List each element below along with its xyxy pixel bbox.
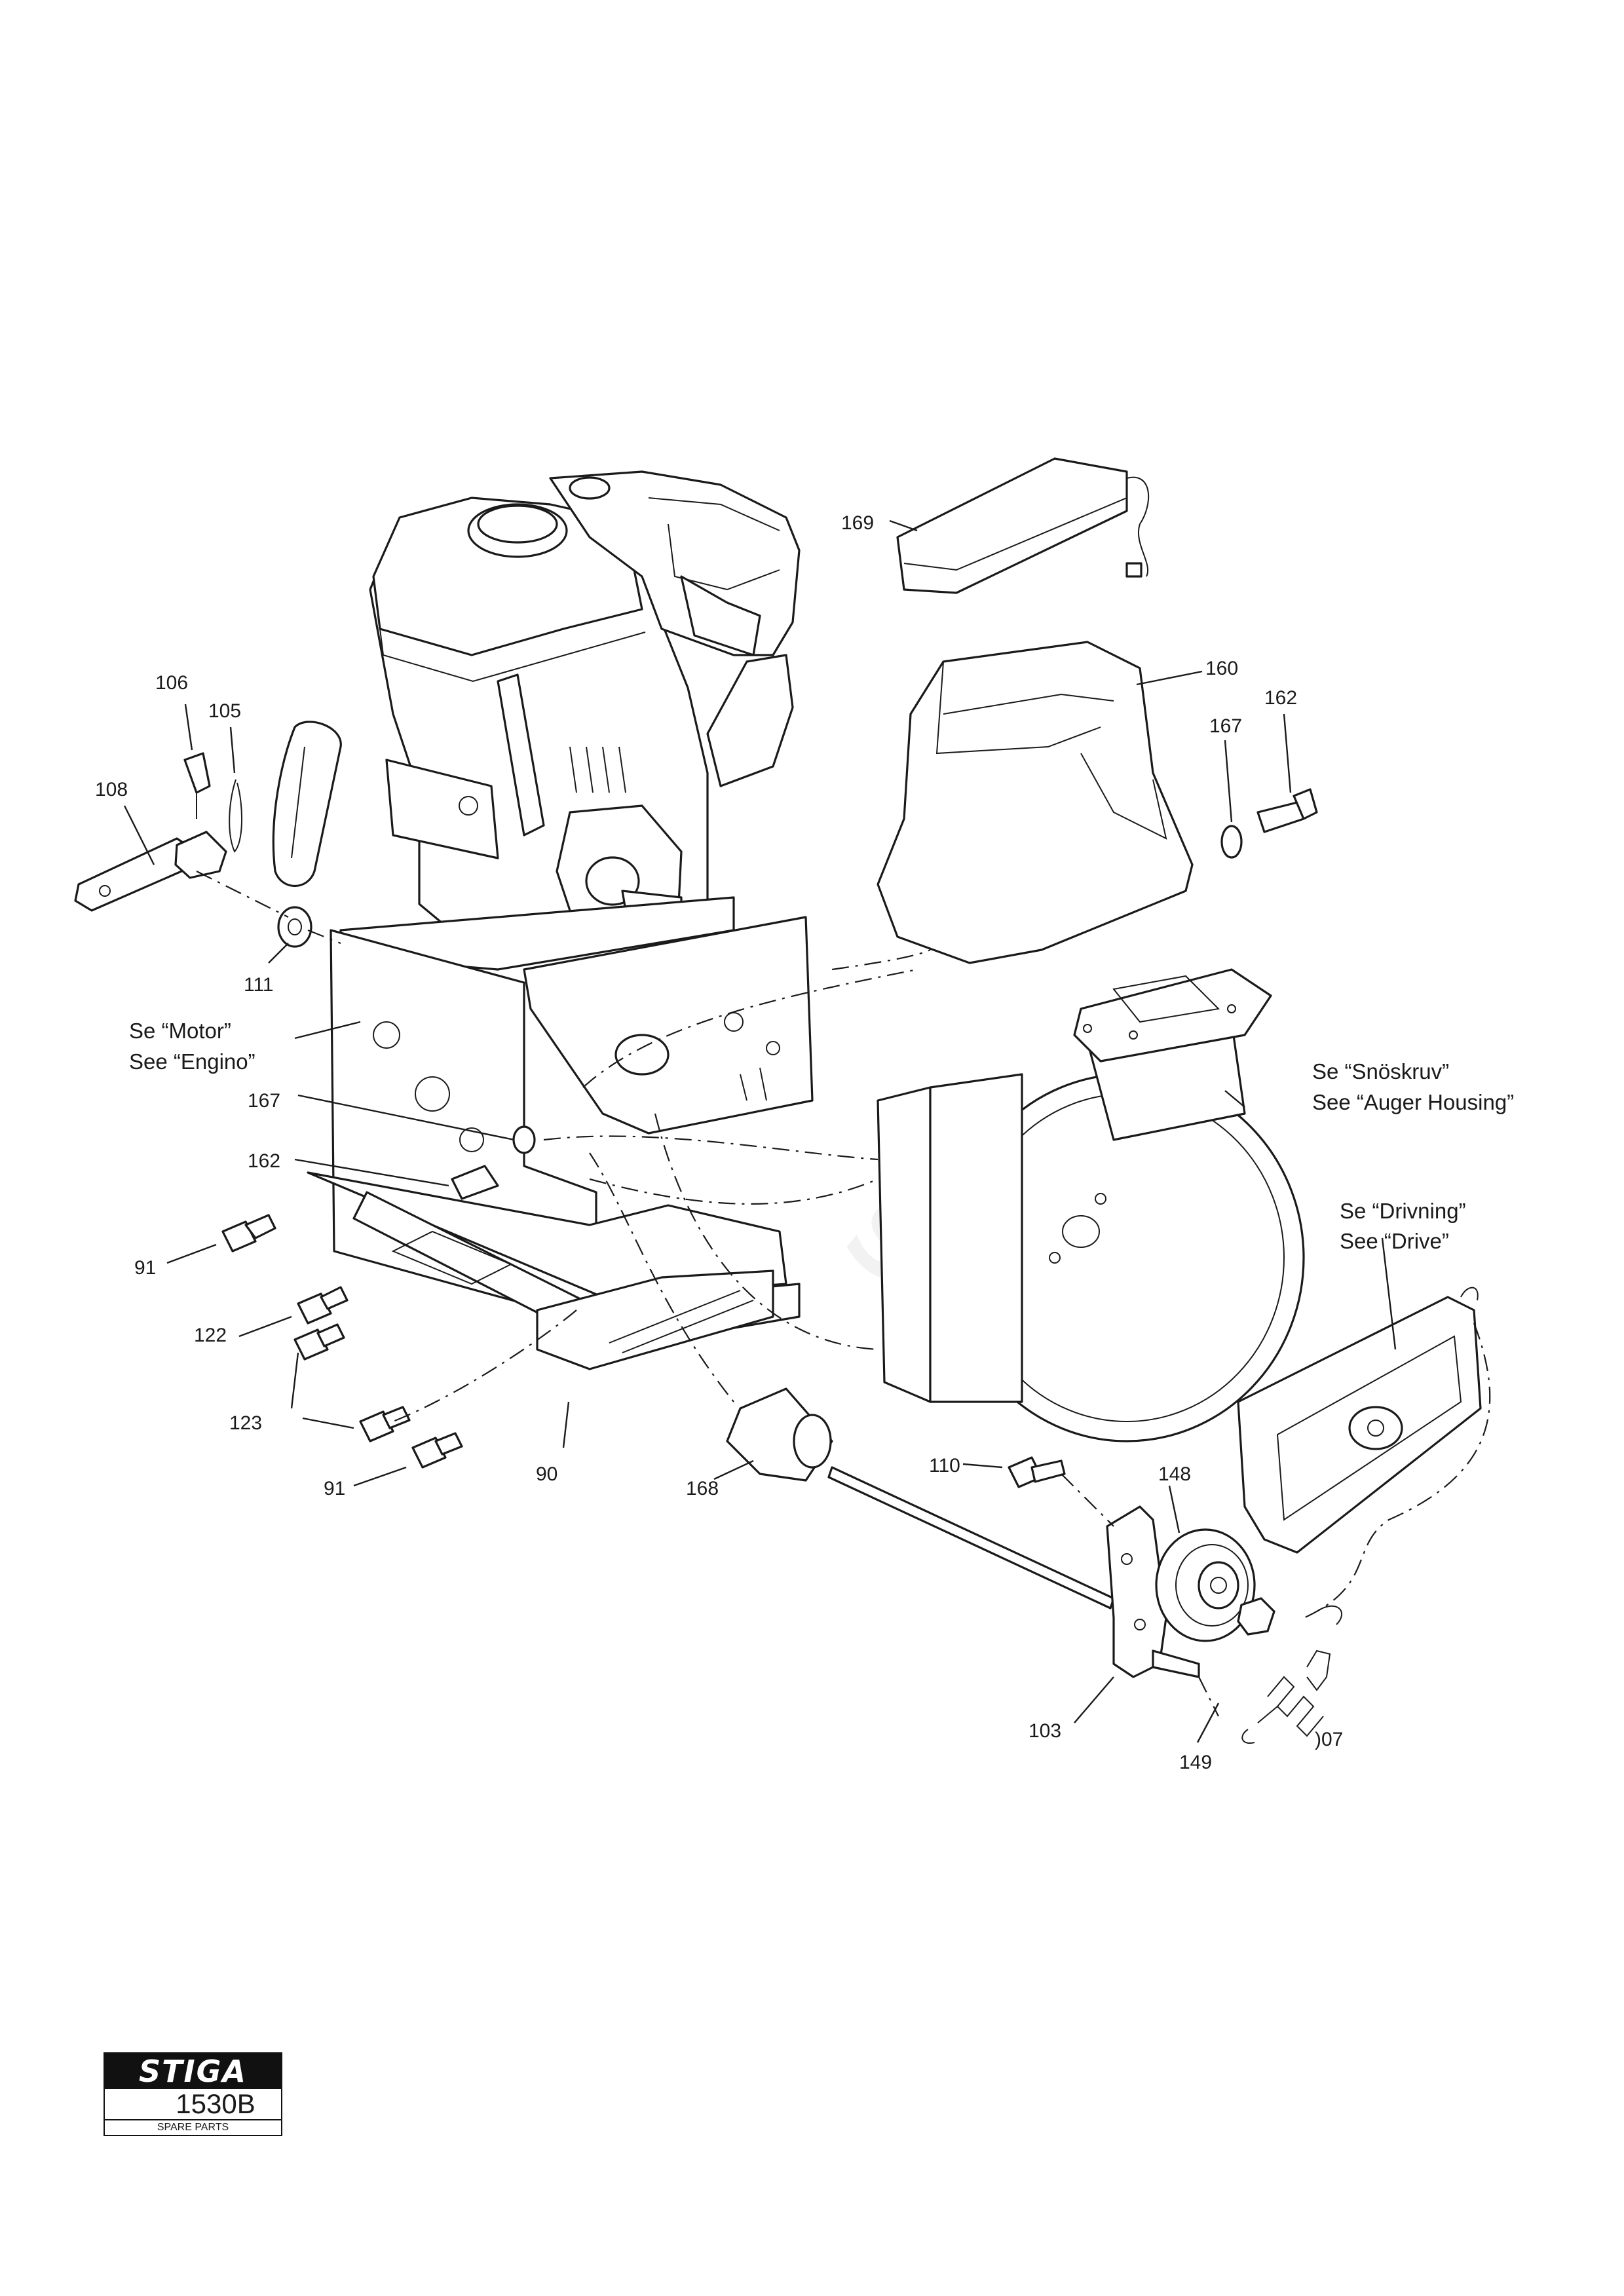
label-90: 90: [536, 1463, 557, 1485]
label-108: 108: [95, 779, 128, 800]
label-110: 110: [929, 1455, 960, 1477]
label-123: 123: [229, 1412, 262, 1434]
note-engine-en: See “Engino”: [129, 1049, 255, 1074]
label-169: 169: [841, 512, 874, 534]
label-148: 148: [1158, 1463, 1191, 1485]
assembly-dashed-lines: [196, 871, 1491, 1717]
brand-box: STIGA 1530B SPARE PARTS: [104, 2052, 282, 2136]
label-168: 168: [686, 1478, 719, 1499]
label-106: 106: [155, 672, 188, 694]
label-91-lower: 91: [324, 1478, 345, 1499]
label-167-left: 167: [248, 1090, 280, 1112]
label-107: )07: [1315, 1729, 1343, 1750]
note-drive-en: See “Drive”: [1340, 1229, 1449, 1253]
belt-cover: [877, 641, 1194, 964]
part-number-labels: 169 160 162 167 106 105 108 111 167 162 …: [95, 512, 1343, 1773]
note-drive-se: Se “Drivning”: [1340, 1199, 1466, 1223]
label-160: 160: [1205, 658, 1238, 679]
spare-parts-caption: SPARE PARTS: [105, 2119, 281, 2135]
label-122: 122: [194, 1325, 227, 1346]
drive-plate: [1237, 1287, 1482, 1554]
label-111: 111: [244, 974, 274, 996]
reference-notes: Se “Motor” See “Engino” Se “Snöskruv” Se…: [129, 1019, 1514, 1253]
hardware: [74, 752, 1318, 1488]
note-auger-se: Se “Snöskruv”: [1312, 1059, 1449, 1083]
label-162-right: 162: [1264, 687, 1297, 709]
label-103: 103: [1029, 1720, 1061, 1742]
label-91-upper: 91: [134, 1257, 156, 1279]
frame-assembly: [307, 916, 814, 1370]
stiga-logo: STIGA: [105, 2054, 281, 2089]
belt-guard: [896, 457, 1150, 594]
model-number-text: 1530B: [176, 2088, 255, 2119]
label-162-left: 162: [248, 1150, 280, 1172]
pulley-assembly: [726, 1387, 1343, 1744]
label-149: 149: [1179, 1752, 1212, 1773]
auger-housing: [877, 968, 1305, 1442]
engine: [272, 470, 801, 971]
leader-lines: [123, 519, 1397, 1743]
label-105: 105: [208, 700, 241, 722]
label-167-right: 167: [1209, 715, 1242, 737]
model-number: 1530B: [105, 2090, 281, 2118]
note-auger-en: See “Auger Housing”: [1312, 1090, 1514, 1114]
note-engine-se: Se “Motor”: [129, 1019, 231, 1043]
